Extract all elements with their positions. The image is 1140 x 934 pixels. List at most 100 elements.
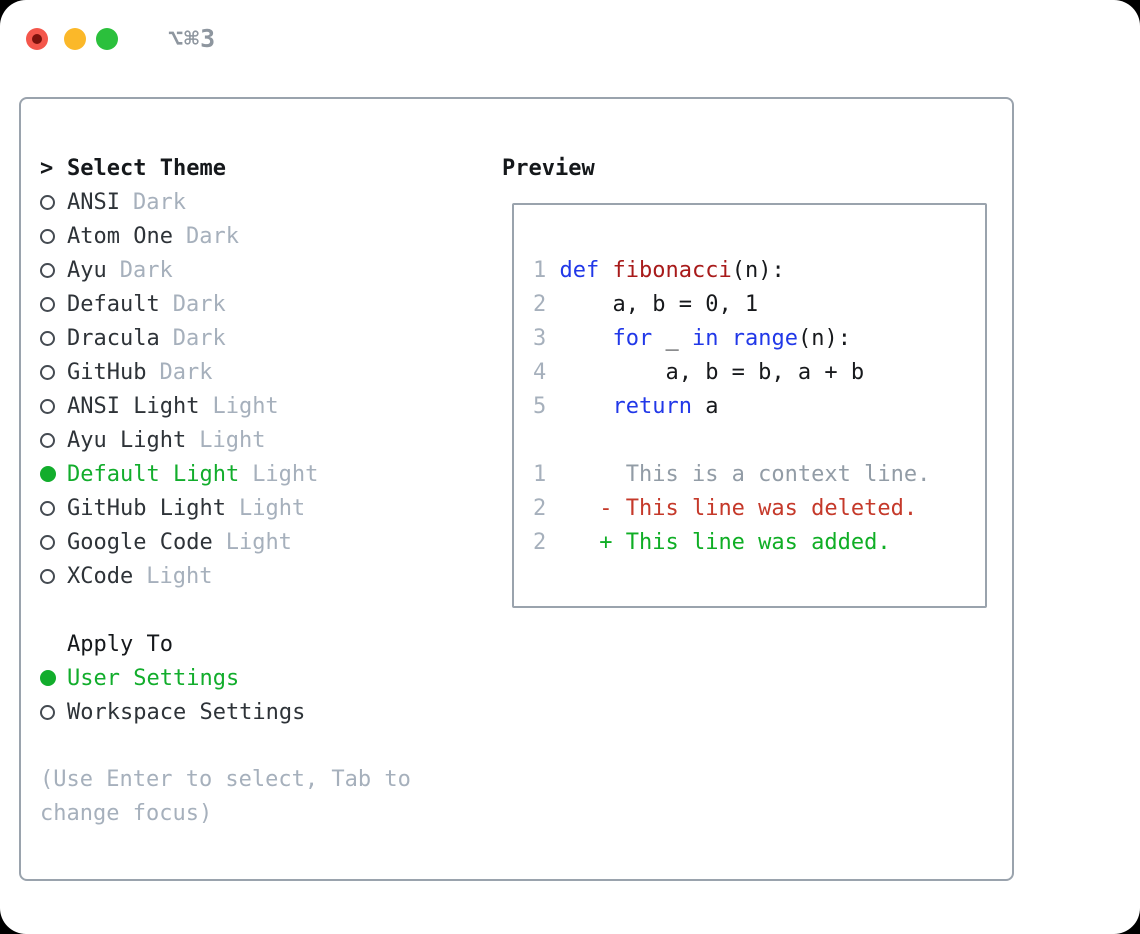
- code-segment: a: [691, 394, 719, 419]
- code-line: 5 return a: [533, 390, 985, 424]
- theme-name: ANSI Light: [67, 393, 200, 419]
- theme-variant: Dark: [119, 257, 173, 283]
- radio-unselected-icon: [40, 194, 55, 210]
- line-number: 1: [533, 462, 600, 487]
- theme-name: Ayu: [67, 257, 107, 283]
- preview-blank-line: [533, 424, 985, 458]
- radio-unselected-icon: [40, 534, 55, 550]
- code-segment: in: [691, 326, 719, 351]
- apply-to-option[interactable]: User Settings: [40, 661, 480, 695]
- apply-to-title: Apply To: [67, 631, 173, 657]
- apply-option-label: User Settings: [67, 665, 240, 691]
- theme-variant: Light: [252, 461, 319, 487]
- code-segment: for: [612, 326, 653, 351]
- theme-name: Default Light: [67, 461, 240, 487]
- radio-unselected-icon: [40, 228, 55, 244]
- theme-option[interactable]: ANSI Light Light: [40, 389, 480, 423]
- theme-name: Atom One: [67, 223, 173, 249]
- theme-option[interactable]: Ayu Dark: [40, 253, 480, 287]
- diff-line: 2 + This line was added.: [533, 526, 985, 560]
- select-theme-header: > Select Theme: [40, 151, 480, 185]
- code-line: 1 def fibonacci(n):: [533, 254, 985, 288]
- theme-name: GitHub Light: [67, 495, 226, 521]
- code-segment: a, b = 0, 1: [559, 292, 759, 317]
- titlebar: ⌥⌘3: [0, 0, 1140, 78]
- code-segment: [560, 326, 613, 351]
- theme-variant: Light: [212, 393, 279, 419]
- radio-unselected-icon: [40, 296, 55, 312]
- apply-to-option[interactable]: Workspace Settings: [40, 695, 480, 729]
- diff-text: This is a context line.: [599, 462, 931, 487]
- theme-variant: Light: [199, 427, 266, 453]
- radio-unselected-icon: [40, 500, 55, 516]
- minimize-button[interactable]: [64, 28, 86, 50]
- code-segment: a, b = b, a + b: [559, 360, 865, 385]
- radio-unselected-icon: [40, 398, 55, 414]
- select-theme-title: Select Theme: [67, 155, 226, 181]
- theme-option[interactable]: Default Dark: [40, 287, 480, 321]
- radio-marker: [40, 330, 67, 346]
- maximize-button[interactable]: [96, 28, 118, 50]
- radio-marker: [40, 568, 67, 584]
- code-segment: [718, 326, 731, 351]
- radio-unselected-icon: [40, 568, 55, 584]
- line-number: 3: [533, 326, 560, 351]
- theme-variant: Light: [225, 529, 292, 555]
- line-number: 1: [533, 258, 560, 283]
- spacer: [40, 729, 480, 763]
- line-number: 4: [533, 360, 560, 385]
- radio-selected-icon: [40, 670, 56, 686]
- code-segment: range: [731, 326, 798, 351]
- theme-variant: Light: [238, 495, 306, 521]
- code-line: 2 a, b = 0, 1: [533, 288, 985, 322]
- theme-variant: Dark: [172, 291, 226, 317]
- code-line: 3 for _ in range(n):: [533, 322, 985, 356]
- code-segment: fibonacci: [612, 258, 732, 283]
- line-number: 2: [533, 292, 560, 317]
- diff-preview: 1 This is a context line.2 - This line w…: [533, 458, 985, 560]
- theme-option[interactable]: Default Light Light: [40, 457, 480, 491]
- radio-unselected-icon: [40, 330, 55, 346]
- radio-marker: [40, 398, 67, 414]
- theme-option[interactable]: GitHub Light Light: [40, 491, 480, 525]
- theme-variant: Dark: [159, 359, 213, 385]
- radio-marker: [40, 364, 67, 380]
- code-line: 4 a, b = b, a + b: [533, 356, 985, 390]
- theme-variant: Dark: [172, 325, 226, 351]
- hint-text: (Use Enter to select, Tab to change focu…: [40, 767, 411, 826]
- radio-marker: [40, 296, 67, 312]
- code-segment: return: [612, 394, 692, 419]
- theme-name: GitHub: [67, 359, 147, 385]
- close-dot-icon: [32, 34, 42, 44]
- code-segment: [599, 258, 612, 283]
- window-title-shortcut: ⌥⌘3: [168, 24, 217, 53]
- code-segment: [560, 394, 613, 419]
- radio-unselected-icon: [40, 432, 55, 448]
- close-button[interactable]: [26, 28, 48, 50]
- theme-name: ANSI: [67, 189, 120, 215]
- radio-marker: [40, 500, 67, 516]
- theme-name: XCode: [67, 563, 134, 589]
- code-segment: def: [559, 258, 600, 283]
- theme-option[interactable]: GitHub Dark: [40, 355, 480, 389]
- line-number: 5: [533, 394, 560, 419]
- radio-marker: [40, 194, 67, 210]
- code-segment: (n):: [731, 258, 785, 283]
- radio-marker: [40, 228, 67, 244]
- radio-marker: [40, 534, 67, 550]
- apply-option-label: Workspace Settings: [67, 699, 306, 725]
- diff-text: - This line was deleted.: [599, 496, 918, 521]
- theme-name: Default: [67, 291, 160, 317]
- radio-marker: [40, 704, 67, 720]
